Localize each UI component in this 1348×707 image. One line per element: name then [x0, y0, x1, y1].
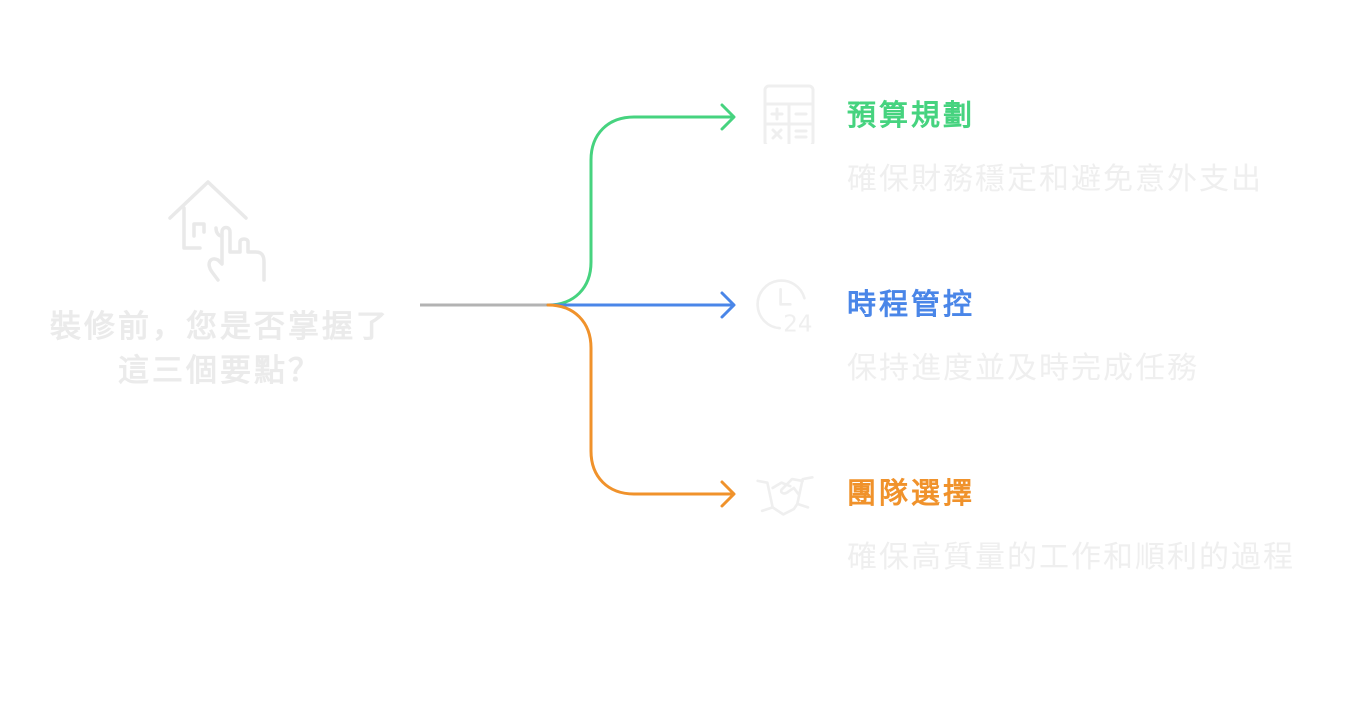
- arrowhead-budget: [720, 103, 736, 131]
- clock-24-icon: 24: [756, 279, 812, 337]
- root-title-line-2: 這三個要點？: [118, 353, 322, 389]
- branch-title-team: 團隊選擇: [847, 476, 976, 510]
- branch-description-schedule: 保持進度並及時完成任務: [847, 351, 1199, 386]
- svg-text:24: 24: [783, 312, 812, 337]
- branch-title-schedule: 時程管控: [847, 287, 976, 321]
- root-title: 裝修前，您是否掌握了 這三個要點？: [30, 305, 410, 393]
- branch-connector-team: [546, 303, 734, 496]
- house-touch-icon: [168, 180, 266, 282]
- branch-description-budget: 確保財務穩定和避免意外支出: [847, 162, 1263, 197]
- branch-title-budget: 預算規劃: [847, 98, 976, 132]
- arrowhead-schedule: [720, 291, 736, 319]
- root-title-line-1: 裝修前，您是否掌握了: [50, 309, 390, 345]
- branch-connector-budget: [546, 115, 734, 307]
- calculator-icon: [763, 84, 815, 144]
- handshake-icon: [756, 476, 814, 516]
- arrowhead-team: [720, 480, 736, 508]
- branch-description-team: 確保高質量的工作和順利的過程: [847, 540, 1295, 575]
